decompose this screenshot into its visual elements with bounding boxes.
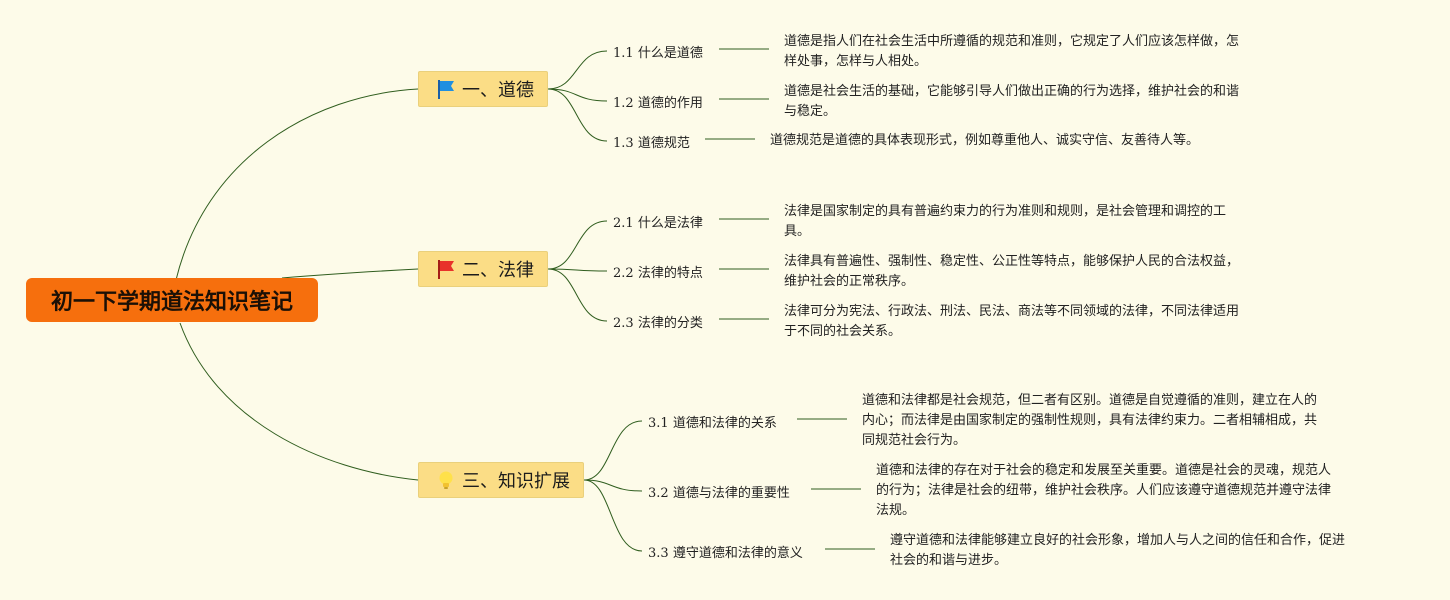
note-1-2: 道德是社会生活的基础，它能够引导人们做出正确的行为选择，维护社会的和谐 与稳定。: [784, 84, 1240, 119]
root-to-topic-1-line: [175, 88, 419, 281]
topic-law[interactable]: 二、法律: [418, 251, 548, 287]
subtopic-number: 3.1: [648, 416, 669, 431]
subtopic-label: 什么是道德: [637, 46, 703, 61]
topic-1-to-sub-3-line: [547, 88, 608, 142]
note-2-3: 法律可分为宪法、行政法、刑法、民法、商法等不同领域的法律，不同法律适用 于不同的…: [784, 304, 1240, 339]
topic-1-to-sub-2-line: [547, 88, 608, 102]
root-to-topic-2-line: [281, 268, 419, 279]
subtopic-3-3[interactable]: 3.3 遵守道德和法律的意义: [648, 542, 803, 561]
topic-2-to-sub-1-line: [547, 220, 608, 270]
subtopic-3-1[interactable]: 3.1 道德和法律的关系: [648, 412, 777, 431]
subtopic-1-3[interactable]: 1.3 道德规范: [613, 132, 690, 151]
topic-1-to-sub-1-line: [547, 50, 608, 90]
subtopic-3-2[interactable]: 3.2 道德与法律的重要性: [648, 482, 790, 501]
note-3-3: 遵守道德和法律能够建立良好的社会形象，增加人与人之间的信任和合作，促进 社会的和…: [890, 533, 1346, 568]
subtopic-label: 法律的分类: [637, 316, 703, 331]
topic-morality[interactable]: 一、道德: [418, 71, 548, 107]
subtopic-number: 1.1: [613, 46, 634, 61]
subtopic-2-1[interactable]: 2.1 什么是法律: [613, 212, 703, 231]
topic-2-to-sub-3-line: [547, 268, 608, 322]
subtopic-label: 道德和法律的关系: [672, 416, 777, 431]
lightbulb-icon: [439, 471, 453, 489]
note-1-1: 道德是指人们在社会生活中所遵循的规范和准则，它规定了人们应该怎样做，怎 样处事，…: [784, 34, 1240, 69]
topic-knowledge-extension[interactable]: 三、知识扩展: [418, 462, 584, 498]
subtopic-1-1[interactable]: 1.1 什么是道德: [613, 42, 703, 61]
root-topic[interactable]: 初一下学期道法知识笔记: [26, 278, 318, 322]
subtopic-number: 2.2: [613, 266, 634, 281]
subtopic-label: 道德的作用: [637, 96, 703, 111]
topic-label: 二、法律: [462, 260, 534, 281]
topic-3-to-sub-2-line: [583, 479, 643, 492]
note-2-2: 法律具有普遍性、强制性、稳定性、公正性等特点，能够保护人民的合法权益， 维护社会…: [784, 254, 1240, 289]
subtopic-label: 遵守道德和法律的意义: [672, 546, 803, 561]
root-title: 初一下学期道法知识笔记: [50, 290, 293, 315]
root-to-topic-3-line: [179, 322, 419, 481]
topic-3-to-sub-3-line: [583, 479, 643, 552]
subtopic-number: 3.3: [648, 546, 669, 561]
topic-label: 一、道德: [462, 80, 534, 101]
red-flag-icon: [438, 260, 454, 279]
note-3-1: 道德和法律都是社会规范，但二者有区别。道德是自觉遵循的准则，建立在人的 内心；而…: [862, 393, 1318, 448]
note-3-2: 道德和法律的存在对于社会的稳定和发展至关重要。道德是社会的灵魂，规范人 的行为；…: [876, 463, 1332, 518]
subtopic-label: 什么是法律: [637, 216, 703, 231]
subtopic-number: 3.2: [648, 486, 669, 501]
blue-flag-icon: [438, 80, 454, 99]
subtopic-label: 道德规范: [637, 136, 690, 151]
topic-label: 三、知识扩展: [462, 471, 570, 492]
subtopic-2-3[interactable]: 2.3 法律的分类: [613, 312, 703, 331]
note-2-1: 法律是国家制定的具有普遍约束力的行为准则和规则，是社会管理和调控的工 具。: [784, 204, 1227, 239]
topic-2-to-sub-2-line: [547, 268, 608, 272]
subtopic-number: 1.3: [613, 136, 634, 151]
subtopic-label: 道德与法律的重要性: [672, 486, 790, 501]
note-1-3: 道德规范是道德的具体表现形式，例如尊重他人、诚实守信、友善待人等。: [770, 133, 1200, 148]
subtopic-1-2[interactable]: 1.2 道德的作用: [613, 92, 703, 111]
subtopic-2-2[interactable]: 2.2 法律的特点: [613, 262, 703, 281]
subtopic-number: 1.2: [613, 96, 634, 111]
topic-3-to-sub-1-line: [583, 420, 643, 481]
subtopic-number: 2.3: [613, 316, 634, 331]
subtopic-number: 2.1: [613, 216, 634, 231]
subtopic-label: 法律的特点: [637, 266, 703, 281]
